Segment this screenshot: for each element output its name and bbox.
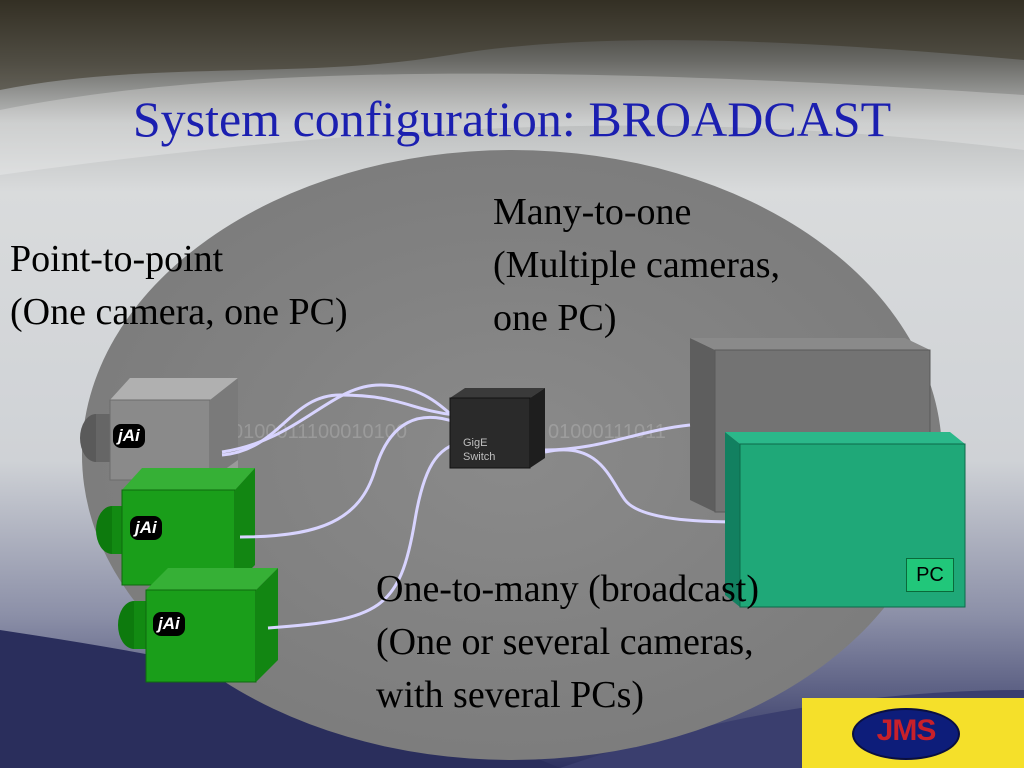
point-to-point-line1: Point-to-point	[10, 238, 224, 280]
one-to-many-line2: (One or several cameras,	[376, 621, 754, 663]
camera-gray-logo: jAi	[113, 424, 145, 448]
camera-green-2-logo: jAi	[153, 612, 185, 636]
switch-label-line2: Switch	[463, 451, 496, 463]
many-to-one-text: Many-to-one (Multiple cameras, one PC)	[493, 186, 780, 345]
cable-cam-gray-2	[221, 383, 456, 454]
jms-logo-oval	[852, 708, 960, 760]
many-to-one-line2: (Multiple cameras,	[493, 244, 781, 286]
point-to-point-line2: (One camera, one PC)	[10, 291, 348, 333]
bitstream-right: 01000111011	[548, 421, 666, 443]
pc-green	[725, 432, 966, 608]
slide-title: System configuration: BROADCAST	[132, 91, 892, 147]
road-light	[0, 73, 1024, 175]
one-to-many-line3: with several PCs)	[376, 674, 645, 716]
switch-label: GigE Switch	[463, 436, 495, 464]
cable-cam-gray	[221, 393, 456, 457]
many-to-one-line3: one PC)	[493, 297, 617, 339]
camera-green-1	[96, 468, 255, 586]
cable-cam-green-2	[267, 438, 471, 630]
cable-cam-green-1	[239, 415, 456, 539]
cable-switch-pc-gray	[544, 423, 691, 452]
camera-green-1-logo: jAi	[130, 516, 162, 540]
cable-switch-pc-green	[544, 448, 741, 524]
jms-logo-text: JMS	[876, 714, 937, 747]
sky-streak	[0, 0, 1024, 90]
camera-gray	[80, 378, 238, 481]
pc-label: PC	[906, 558, 954, 592]
cables	[221, 383, 741, 630]
many-to-one-line1: Many-to-one	[493, 191, 692, 233]
camera-green-2	[118, 568, 278, 683]
switch-label-line1: GigE	[463, 437, 488, 449]
point-to-point-text: Point-to-point (One camera, one PC)	[10, 233, 348, 339]
gige-switch	[449, 388, 545, 469]
bitstream-left: 0100011100010100	[232, 421, 407, 443]
one-to-many-text: One-to-many (broadcast) (One or several …	[376, 563, 759, 722]
one-to-many-line1: One-to-many (broadcast)	[376, 568, 760, 610]
